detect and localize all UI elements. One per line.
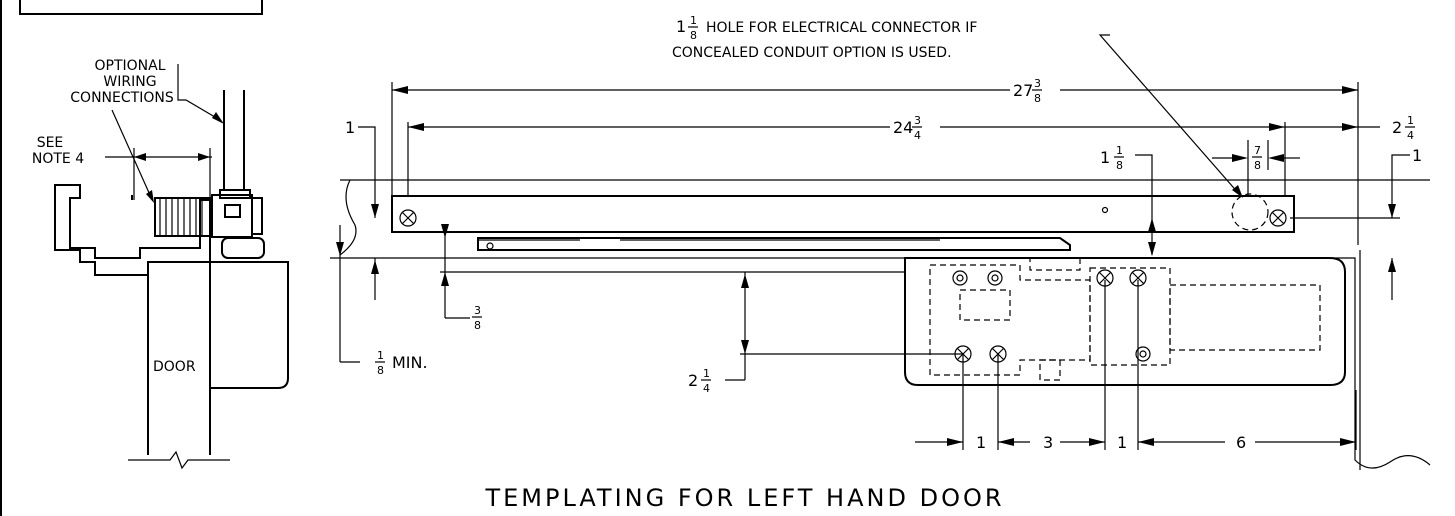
dim-bottom-1b: 1 <box>1117 433 1127 452</box>
side-section-view <box>54 64 289 470</box>
dim-two-quarter-whole: 2 <box>688 371 698 390</box>
dim-bottom-1a: 1 <box>976 433 986 452</box>
dim-min-suffix: MIN. <box>392 353 428 372</box>
see-note-line1: SEE <box>37 135 64 151</box>
note-box <box>19 0 263 15</box>
dim-one-eighth-whole: 1 <box>1100 148 1110 167</box>
hole-note-frac-num: 1 <box>690 14 697 27</box>
door-label: DOOR <box>153 359 196 375</box>
dim-bottom-3: 3 <box>1043 433 1053 452</box>
wiring-note-line1: OPTIONAL <box>94 58 165 74</box>
dim-right-top: 1 <box>1412 146 1422 165</box>
hole-note-line2: CONCEALED CONDUIT OPTION IS USED. <box>672 45 952 61</box>
dim-seven-eighth-num: 7 <box>1254 144 1261 157</box>
dim-three-eighth-num: 3 <box>474 304 481 317</box>
dim-inner-num: 3 <box>914 114 921 127</box>
template-view <box>330 179 1431 470</box>
dimension-lines <box>336 34 1410 450</box>
dim-right-offset-num: 1 <box>1407 114 1414 127</box>
dim-two-quarter-num: 1 <box>703 367 710 380</box>
dim-left-top: 1 <box>345 118 355 137</box>
dim-inner-den: 4 <box>914 129 921 142</box>
hole-note-frac-den: 8 <box>690 29 697 42</box>
dim-inner-whole: 24 <box>893 118 913 137</box>
dim-min-den: 8 <box>377 364 384 377</box>
dim-three-eighth-den: 8 <box>474 319 481 332</box>
dim-overall-num: 3 <box>1034 77 1041 90</box>
dim-right-offset-whole: 2 <box>1392 118 1402 137</box>
dim-overall-whole: 27 <box>1013 81 1033 100</box>
dim-right-offset-den: 4 <box>1407 129 1414 142</box>
see-note-line2: NOTE 4 <box>32 151 84 167</box>
dim-one-eighth-num: 1 <box>1116 144 1123 157</box>
wiring-note-line2: WIRING <box>103 74 156 90</box>
dim-seven-eighth-den: 8 <box>1254 159 1261 172</box>
drawing-title: TEMPLATING FOR LEFT HAND DOOR <box>484 484 1004 512</box>
dim-overall-den: 8 <box>1034 92 1041 105</box>
dim-two-quarter-den: 4 <box>703 382 710 395</box>
dim-bottom-6: 6 <box>1236 433 1246 452</box>
hole-note-line1: HOLE FOR ELECTRICAL CONNECTOR IF <box>706 20 977 36</box>
wiring-note-line3: CONNECTIONS <box>70 90 174 106</box>
dim-min-num: 1 <box>377 349 384 362</box>
dim-one-eighth-den: 8 <box>1116 159 1123 172</box>
hole-note-whole: 1 <box>676 17 686 36</box>
